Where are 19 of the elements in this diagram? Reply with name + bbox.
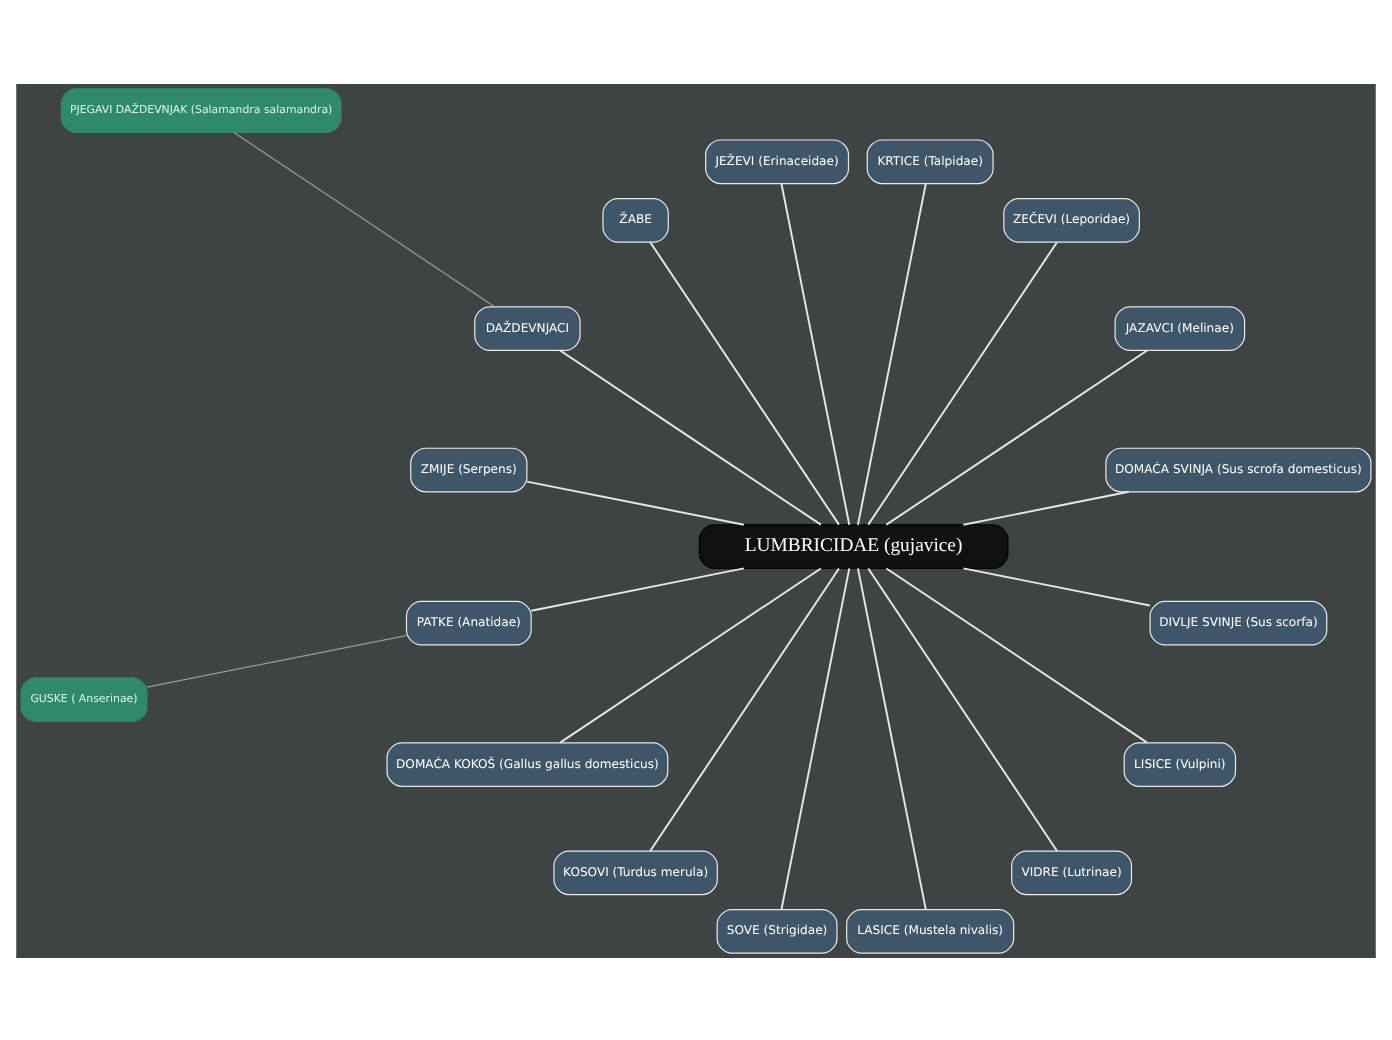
connector (780, 566, 851, 910)
connector (867, 566, 1058, 851)
connector (649, 240, 840, 525)
connector (857, 566, 927, 910)
connector (525, 479, 745, 525)
connector (867, 240, 1058, 525)
connector (530, 566, 745, 611)
connector (559, 566, 822, 743)
connector (857, 181, 927, 525)
connector (885, 348, 1149, 525)
connector (649, 566, 840, 851)
connector (962, 566, 1151, 606)
connector (885, 566, 1149, 743)
connector (146, 633, 407, 687)
connector (559, 348, 822, 525)
connector (780, 181, 851, 525)
connector (233, 130, 496, 307)
node-box: LUMBRICIDAE (gujavice) (698, 523, 1009, 568)
connector (962, 489, 1130, 525)
